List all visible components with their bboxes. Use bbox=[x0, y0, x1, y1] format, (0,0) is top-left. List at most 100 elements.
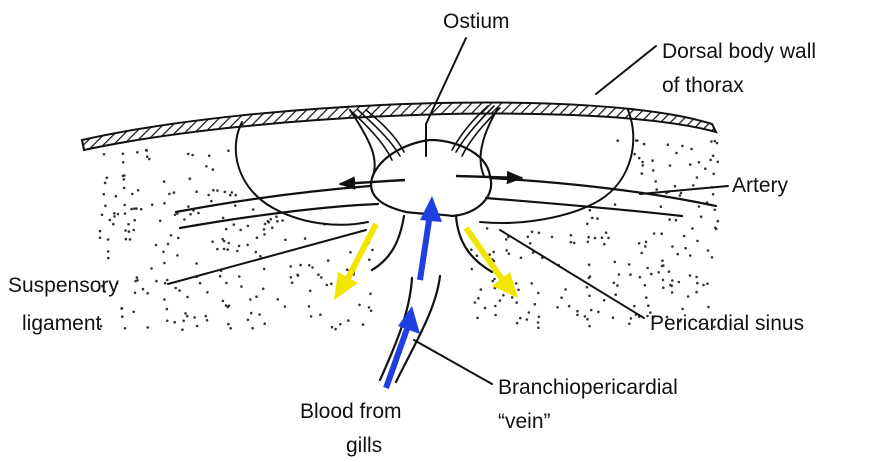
stipple-dot bbox=[148, 158, 151, 161]
stipple-dot bbox=[531, 231, 534, 234]
stipple-dot bbox=[698, 161, 701, 164]
stipple-dot bbox=[173, 191, 176, 194]
stipple-dot bbox=[109, 219, 112, 222]
stipple-dot bbox=[675, 219, 678, 222]
stipple-dot bbox=[669, 164, 672, 167]
stipple-dot bbox=[517, 289, 520, 292]
stipple-dot bbox=[284, 305, 287, 308]
stipple-dot bbox=[155, 280, 158, 283]
stipple-dot bbox=[646, 315, 649, 318]
stipple-dot bbox=[616, 139, 619, 142]
stipple-dot bbox=[640, 252, 643, 255]
stipple-dot bbox=[103, 193, 106, 196]
stipple-dot bbox=[717, 161, 720, 164]
stipple-dot bbox=[505, 249, 508, 252]
stipple-dot bbox=[281, 219, 284, 222]
stipple-dot bbox=[596, 217, 599, 220]
stipple-dot bbox=[714, 140, 717, 143]
stipple-dot bbox=[670, 285, 673, 288]
stipple-dot bbox=[186, 315, 189, 318]
stipple-dot bbox=[589, 209, 592, 212]
stipple-dot bbox=[594, 237, 597, 240]
stipple-dot bbox=[537, 292, 540, 295]
stipple-dot bbox=[216, 248, 219, 251]
yellow-arrowhead-right bbox=[492, 272, 518, 298]
stipple-dot bbox=[211, 241, 214, 244]
stipple-dot bbox=[651, 159, 654, 162]
stipple-dot bbox=[308, 264, 311, 267]
stipple-dot bbox=[614, 203, 617, 206]
stipple-dot bbox=[123, 204, 126, 207]
stipple-dot bbox=[653, 232, 656, 235]
stipple-dot bbox=[223, 248, 226, 251]
stipple-dot bbox=[225, 228, 228, 231]
stipple-dot bbox=[687, 295, 690, 298]
stipple-dot bbox=[208, 154, 211, 157]
stipple-dot bbox=[275, 215, 278, 218]
stipple-dot bbox=[104, 182, 107, 185]
stipple-dot bbox=[537, 327, 540, 330]
stipple-dot bbox=[493, 278, 496, 281]
stipple-dot bbox=[671, 245, 674, 248]
stipple-dot bbox=[520, 257, 523, 260]
stipple-dot bbox=[107, 238, 110, 241]
stipple-dot bbox=[199, 282, 202, 285]
stipple-dot bbox=[689, 254, 692, 257]
stipple-dot bbox=[212, 168, 215, 171]
stipple-dot bbox=[590, 309, 593, 312]
stipple-dot bbox=[654, 180, 657, 183]
stipple-dot bbox=[231, 191, 234, 194]
stipple-dot bbox=[474, 301, 477, 304]
stipple-dot bbox=[706, 282, 709, 285]
stipple-dot bbox=[587, 241, 590, 244]
stipple-dot bbox=[229, 327, 232, 330]
stipple-dot bbox=[527, 236, 530, 239]
stipple-dot bbox=[476, 317, 479, 320]
stipple-dot bbox=[369, 293, 372, 296]
stipple-dot bbox=[309, 290, 312, 293]
stipple-dot bbox=[564, 288, 567, 291]
stipple-dot bbox=[222, 300, 225, 303]
leader-artery bbox=[640, 186, 728, 194]
stipple-dot bbox=[647, 304, 650, 307]
stipple-dot bbox=[181, 328, 184, 331]
stipple-dot bbox=[124, 327, 127, 330]
stipple-dot bbox=[551, 236, 554, 239]
stipple-dot bbox=[690, 148, 693, 151]
stipple-dot bbox=[695, 291, 698, 294]
stipple-dot bbox=[628, 323, 631, 326]
stipple-dot bbox=[655, 188, 658, 191]
stipple-dot bbox=[716, 142, 719, 145]
stipple-dot bbox=[103, 153, 106, 156]
stipple-dot bbox=[633, 305, 636, 308]
stipple-dot bbox=[629, 273, 632, 276]
stipple-dot bbox=[641, 172, 644, 175]
stipple-dot bbox=[586, 223, 589, 226]
stipple-dot bbox=[210, 200, 213, 203]
leader-branchio-vein bbox=[414, 340, 492, 384]
stipple-dot bbox=[129, 238, 132, 241]
stipple-dot bbox=[142, 288, 145, 291]
stipple-dot bbox=[508, 252, 511, 255]
stipple-dot bbox=[228, 305, 231, 308]
stipple-dot bbox=[107, 257, 110, 260]
stipple-dot bbox=[271, 226, 274, 229]
stipple-dot bbox=[252, 208, 255, 211]
stipple-dot bbox=[206, 291, 209, 294]
stipple-dot bbox=[130, 208, 133, 211]
stipple-dot bbox=[614, 261, 617, 264]
stipple-dot bbox=[681, 308, 684, 311]
stipple-dot bbox=[205, 315, 208, 318]
stipple-dot bbox=[689, 274, 692, 277]
stipple-dot bbox=[707, 306, 710, 309]
stipple-dot bbox=[471, 268, 474, 271]
stipple-dot bbox=[225, 282, 228, 285]
blue-flow-arrows bbox=[386, 196, 442, 388]
stipple-dot bbox=[668, 218, 671, 221]
stipple-dot bbox=[239, 229, 242, 232]
stipple-dot bbox=[516, 322, 519, 325]
label-dorsal-wall-2: of thorax bbox=[662, 74, 744, 97]
stipple-dot bbox=[573, 242, 576, 245]
stipple-dot bbox=[709, 159, 712, 162]
stipple-dot bbox=[311, 266, 314, 269]
